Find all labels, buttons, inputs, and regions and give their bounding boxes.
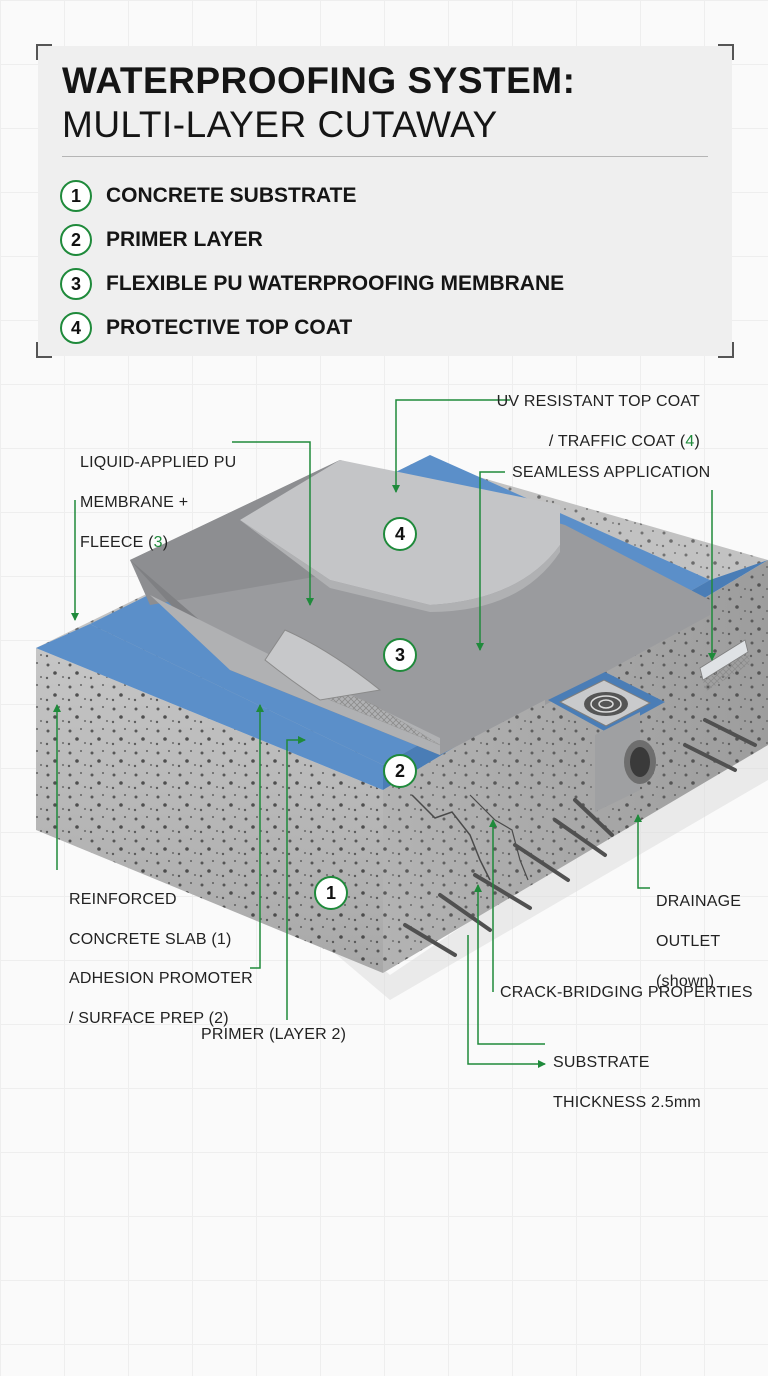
callout-line: MEMBRANE + <box>80 494 189 511</box>
layer-badge-2: 2 <box>383 754 417 788</box>
callout-line: / SURFACE PREP (2) <box>69 1010 229 1027</box>
callout-line: CONCRETE SLAB (1) <box>69 931 232 948</box>
callout-line: LIQUID-APPLIED PU <box>80 454 237 471</box>
legend-item: 2 PRIMER LAYER <box>60 218 564 262</box>
leader-lines <box>53 399 716 1068</box>
callout-primer: PRIMER (LAYER 2) <box>201 1026 347 1043</box>
leader-substrate-a <box>474 884 545 1045</box>
page-title: WATERPROOFING SYSTEM: <box>62 60 576 101</box>
legend-item: 3 FLEXIBLE PU WATERPROOFING MEMBRANE <box>60 262 564 306</box>
layer-badge-1: 1 <box>314 876 348 910</box>
header-panel: WATERPROOFING SYSTEM: MULTI-LAYER CUTAWA… <box>36 44 734 358</box>
legend-number: 4 <box>60 312 92 344</box>
leader-primer <box>286 736 306 1020</box>
legend-label: PRIMER LAYER <box>106 228 263 251</box>
callout-number: 4 <box>685 433 695 450</box>
frame-corner <box>36 342 52 358</box>
callout-suffix: ) <box>694 433 700 450</box>
legend-label: FLEXIBLE PU WATERPROOFING MEMBRANE <box>106 272 565 295</box>
callout-seamless: SEAMLESS APPLICATION <box>512 464 711 481</box>
callout-suffix: ) <box>162 534 169 551</box>
callout-reinforced-slab: REINFORCED CONCRETE SLAB (1) <box>69 870 232 950</box>
callout-line: DRAINAGE <box>656 893 742 910</box>
callout-line: (shown) <box>656 973 715 990</box>
legend-item: 4 PROTECTIVE TOP COAT <box>60 306 564 350</box>
callout-crack-bridging: CRACK-BRIDGING PROPERTIES <box>500 984 753 1001</box>
legend-number: 1 <box>60 180 92 212</box>
drain-outlet <box>548 672 665 812</box>
leader-seamless <box>476 471 505 651</box>
frame-corner <box>718 342 734 358</box>
callout-line: SUBSTRATE <box>553 1054 650 1071</box>
legend-label: PROTECTIVE TOP COAT <box>106 316 353 339</box>
frame-corner <box>36 44 52 60</box>
callout-drainage: DRAINAGE OUTLET (shown) <box>656 872 741 992</box>
callout-line: OUTLET <box>656 933 721 950</box>
page-subtitle: MULTI-LAYER CUTAWAY <box>62 104 498 145</box>
rebar-stubs <box>403 718 757 957</box>
substrate-crack <box>411 794 529 881</box>
leader-drainage <box>634 814 650 889</box>
leader-adhesion <box>250 704 264 969</box>
legend-item: 1 CONCRETE SUBSTRATE <box>60 174 564 218</box>
layer-legend: 1 CONCRETE SUBSTRATE 2 PRIMER LAYER 3 FL… <box>60 174 564 350</box>
callout-number: 3 <box>153 534 163 551</box>
callout-uv-top-coat: UV RESISTANT TOP COAT / TRAFFIC COAT (4) <box>480 372 700 452</box>
layer-badge-3: 3 <box>383 638 417 672</box>
frame-corner <box>718 44 734 60</box>
membrane-edge-detail <box>699 639 750 692</box>
callout-line: UV RESISTANT TOP COAT <box>496 393 700 410</box>
legend-label: CONCRETE SUBSTRATE <box>106 184 357 207</box>
leader-substrate-b <box>467 935 546 1068</box>
leader-pu-membrane <box>232 441 314 606</box>
callout-line: THICKNESS 2.5mm <box>553 1094 701 1111</box>
callout-substrate-thickness: SUBSTRATE THICKNESS 2.5mm <box>553 1033 701 1113</box>
layer-badge-4: 4 <box>383 517 417 551</box>
callout-line: / TRAFFIC COAT ( <box>548 433 686 450</box>
fleece-mesh <box>264 629 441 746</box>
callout-adhesion: ADHESION PROMOTER / SURFACE PREP (2) <box>69 949 253 1029</box>
title-divider <box>62 156 708 157</box>
legend-number: 2 <box>60 224 92 256</box>
callout-line: REINFORCED <box>69 891 177 908</box>
callout-line: FLEECE ( <box>80 534 154 551</box>
leader-uv-top-coat <box>392 399 510 493</box>
callout-pu-membrane: LIQUID-APPLIED PU MEMBRANE + FLEECE (3) <box>80 433 236 553</box>
callout-line: ADHESION PROMOTER <box>69 970 253 987</box>
legend-number: 3 <box>60 268 92 300</box>
